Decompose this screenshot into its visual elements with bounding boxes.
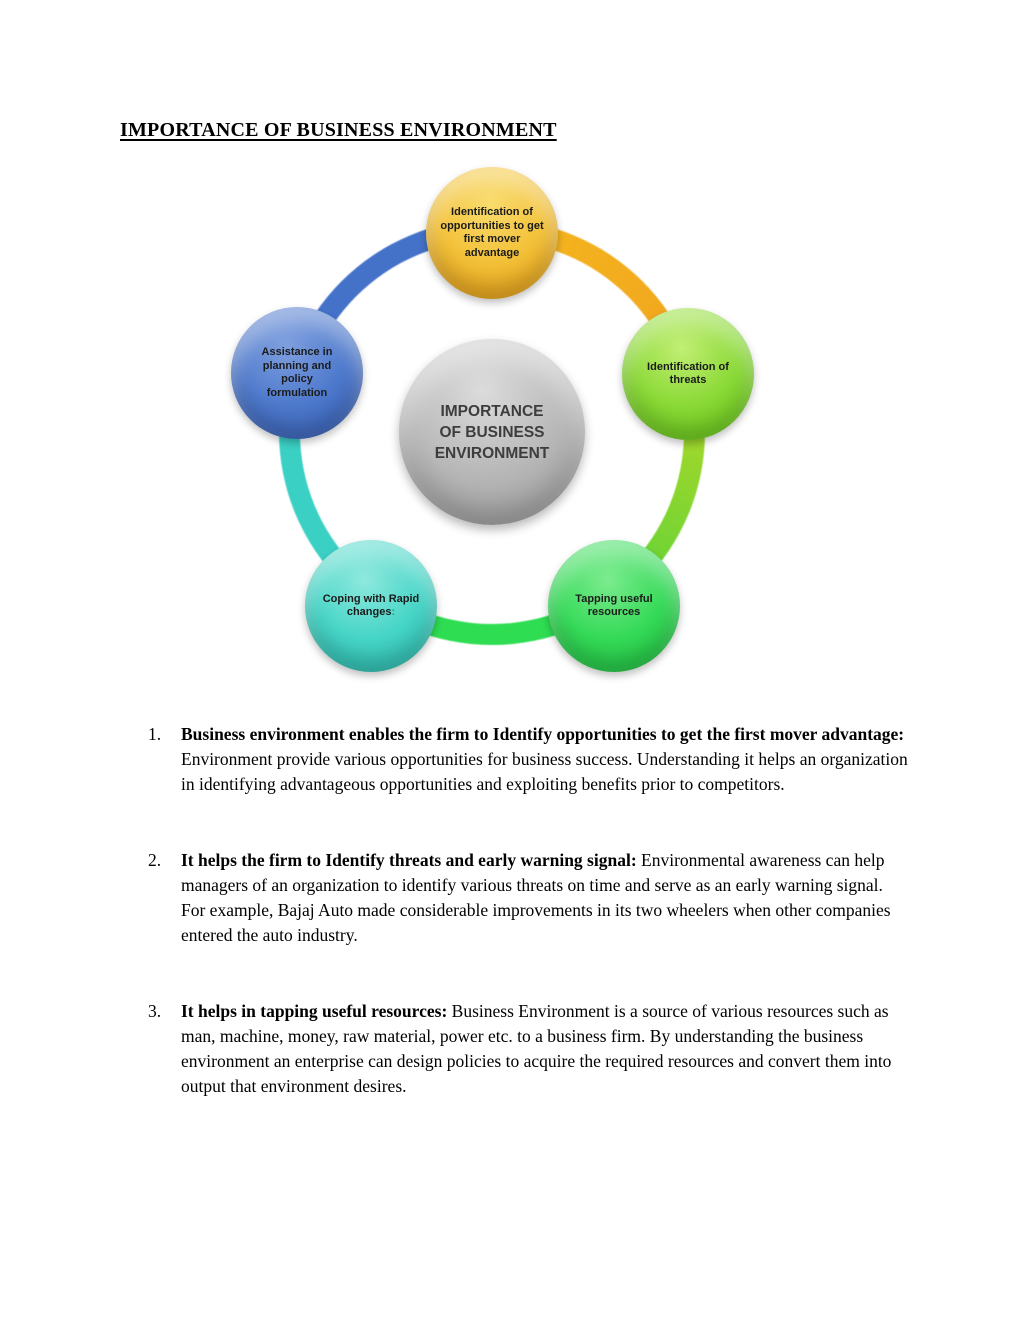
list-item-number: 2. bbox=[148, 850, 162, 870]
list-item-text: Environmental awareness can help manager… bbox=[181, 850, 891, 945]
list-item-number: 3. bbox=[148, 1001, 162, 1021]
list-item-lead: It helps the firm to Identify threats an… bbox=[181, 850, 637, 870]
diagram-center-node: IMPORTANCE OF BUSINESS ENVIRONMENT bbox=[399, 339, 585, 525]
list-item-text: Business Environment is a source of vari… bbox=[181, 1001, 892, 1096]
list-item-lead: Business environment enables the firm to… bbox=[181, 724, 905, 744]
list-item-number: 1. bbox=[148, 724, 162, 744]
diagram-node-label-suffix: : bbox=[391, 606, 396, 618]
diagram-node-label: Identification of threats bbox=[647, 360, 729, 387]
diagram-node-label: Assistance in planning and policy formul… bbox=[261, 346, 333, 399]
diagram-node-coping: Coping with Rapid changes: bbox=[305, 540, 437, 672]
page-title: IMPORTANCE OF BUSINESS ENVIRONMENT bbox=[120, 119, 557, 141]
center-label-line-3: ENVIRONMENT bbox=[434, 444, 550, 462]
diagram-node-label: Identification of opportunities to get f… bbox=[440, 206, 544, 259]
list-item-text: Environment provide various opportunitie… bbox=[181, 749, 908, 794]
diagram-center-label: IMPORTANCE OF BUSINESS ENVIRONMENT bbox=[435, 401, 550, 464]
diagram-node-opportunities: Identification of opportunities to get f… bbox=[426, 167, 558, 299]
diagram-node-threats: Identification of threats bbox=[622, 308, 754, 440]
diagram-node-label: Coping with Rapid changes: bbox=[321, 593, 421, 620]
center-label-line-1: IMPORTANCE bbox=[440, 402, 544, 420]
center-label-line-2: OF BUSINESS bbox=[439, 423, 545, 441]
list-item-1: 1. Business environment enables the firm … bbox=[148, 722, 910, 797]
diagram-node-label-text: Coping with Rapid changes bbox=[322, 592, 420, 619]
business-environment-diagram: Identification of opportunities to get f… bbox=[0, 165, 1020, 725]
list-item-lead: It helps in tapping useful resources: bbox=[181, 1001, 448, 1021]
diagram-node-label: Tapping useful resources bbox=[575, 592, 653, 619]
diagram-node-planning: Assistance in planning and policy formul… bbox=[231, 307, 363, 439]
list-item-3: 3.It helps in tapping useful resources: … bbox=[148, 999, 910, 1099]
list-item-2: 2. It helps the firm to Identify threats … bbox=[148, 848, 910, 948]
diagram-node-resources: Tapping useful resources bbox=[548, 540, 680, 672]
numbered-list: 1. Business environment enables the firm … bbox=[148, 722, 910, 1150]
